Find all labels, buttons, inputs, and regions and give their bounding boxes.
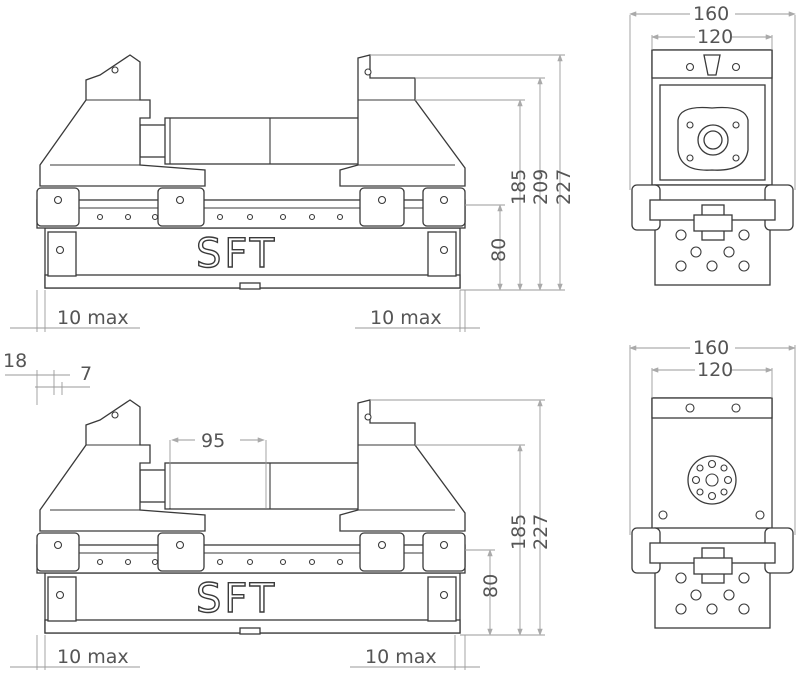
sft-logo: SFT bbox=[196, 231, 277, 277]
dim-7: 7 bbox=[80, 363, 92, 385]
dim-10max-right: 10 max bbox=[370, 307, 442, 329]
dim-120: 120 bbox=[697, 359, 733, 381]
dim-80: 80 bbox=[480, 574, 502, 598]
dim-18: 18 bbox=[3, 350, 27, 372]
sft-logo: SFT bbox=[196, 576, 277, 622]
dim-160: 160 bbox=[693, 3, 729, 25]
dim-160: 160 bbox=[693, 337, 729, 359]
dim-10max-left: 10 max bbox=[57, 307, 129, 329]
dim-185: 185 bbox=[508, 169, 530, 205]
dim-227: 227 bbox=[553, 169, 575, 205]
dim-120: 120 bbox=[697, 26, 733, 48]
dim-10max-left: 10 max bbox=[57, 646, 129, 668]
dim-227: 227 bbox=[530, 514, 552, 550]
front-view-bottom: SFT 18 7 95 80 185 227 10 max 10 max bbox=[3, 350, 552, 670]
dim-10max-right: 10 max bbox=[365, 646, 437, 668]
dim-95: 95 bbox=[201, 430, 225, 452]
dim-185: 185 bbox=[508, 514, 530, 550]
dim-209: 209 bbox=[530, 169, 552, 205]
side-view-bottom: 160 120 bbox=[629, 337, 796, 629]
front-view-top: SFT 80 185 209 227 10 max 10 max bbox=[10, 54, 575, 332]
side-view-top: 160 120 bbox=[629, 3, 796, 286]
dim-80: 80 bbox=[488, 238, 510, 262]
